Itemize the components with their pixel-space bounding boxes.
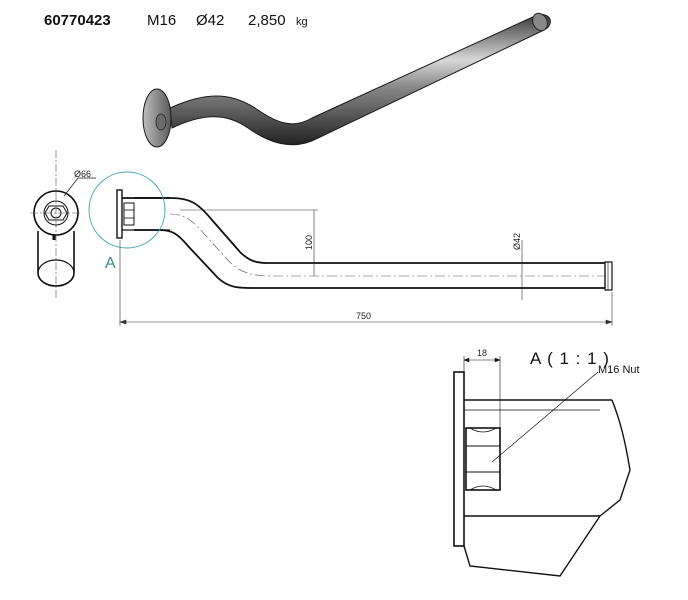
detail-marker: A — [105, 255, 116, 272]
detail-view — [453, 356, 631, 577]
nut-callout: M16 Nut — [598, 364, 640, 376]
weight-unit: kg — [296, 16, 308, 28]
tube-3d-render — [142, 12, 551, 148]
tube-diameter-dimension: Ø42 — [512, 233, 522, 250]
detail-title: A ( 1 : 1 ) — [530, 349, 610, 368]
length-dimension: 750 — [356, 311, 371, 321]
end-diameter-label: Ø66 — [74, 169, 91, 179]
offset-dimension: 100 — [304, 235, 314, 250]
weight-value: 2,850 — [248, 12, 286, 29]
diameter-label: Ø42 — [196, 12, 225, 29]
thread-size: M16 — [147, 12, 177, 29]
side-view — [88, 171, 613, 291]
plate-thickness-dimension: 18 — [477, 348, 487, 358]
part-number: 60770423 — [44, 12, 111, 29]
end-view — [30, 150, 96, 300]
side-view-dimensions — [119, 209, 613, 326]
